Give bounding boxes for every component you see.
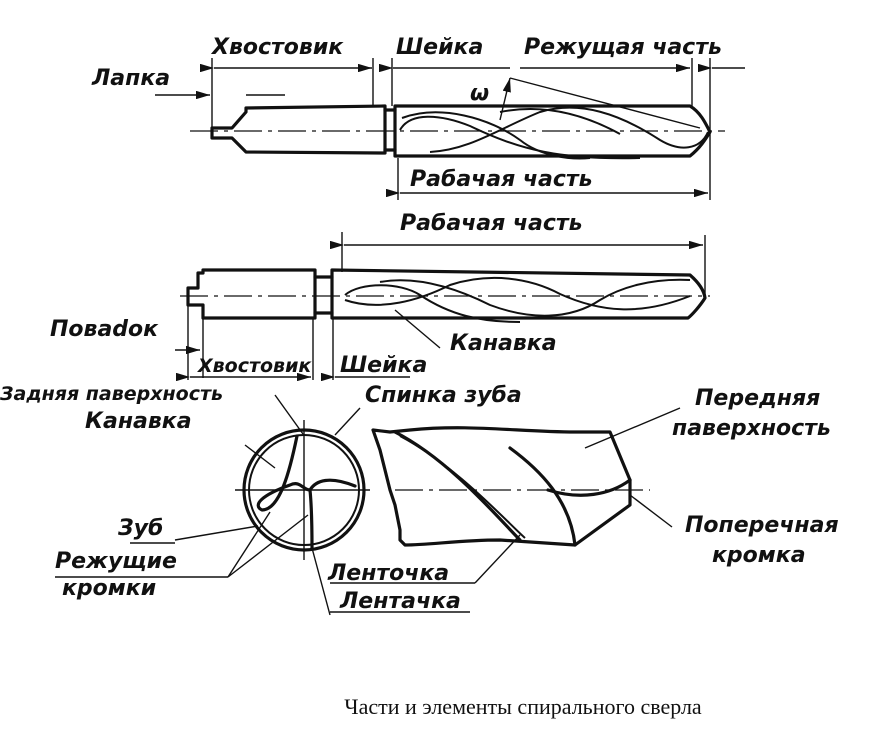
label-rake-face-2: паверхность — [672, 416, 831, 441]
label-flute-2: Канавка — [85, 409, 192, 434]
tip-outline — [371, 426, 632, 547]
label-tang: Лапка — [91, 66, 170, 91]
label-shank-2: Хвостовик — [197, 355, 312, 377]
label-rake-face-1: Передняя — [695, 386, 820, 411]
label-chisel-edge-1: Поперечная — [685, 513, 839, 538]
label-cutting-edges-1: Режущие — [55, 549, 177, 574]
drill-tip: Передняя паверхность Поперечная кромка — [371, 386, 839, 568]
straight-shank-body — [186, 268, 317, 320]
label-neck-2: Шейка — [340, 353, 427, 378]
cross-section: Задняя паверхность Канавка Спинка зуба З… — [0, 383, 522, 616]
label-shank: Хвостовик — [210, 35, 344, 60]
label-tooth: Зуб — [117, 516, 163, 541]
straight-working-body — [330, 268, 707, 320]
label-margin-2: Лентачка — [339, 589, 461, 614]
label-cutting-edges-2: кромки — [62, 576, 156, 601]
label-chisel-edge-2: кромка — [712, 543, 806, 568]
straight-shank-drill: Рабачая часть Поваdок Хвостовик Шейка Ка… — [50, 211, 710, 382]
label-working-part-2: Рабачая часть — [400, 211, 583, 236]
label-cutting-part: Режущая часть — [524, 35, 722, 60]
label-back-surface: Задняя паверхность — [0, 383, 223, 405]
label-margin-1: Ленточка — [327, 561, 449, 586]
label-flute: Канавка — [450, 331, 557, 356]
taper-shank-body — [210, 104, 387, 155]
label-neck: Шейка — [396, 35, 483, 60]
label-helix-angle: ω — [470, 81, 489, 106]
figure-caption: Части и элементы спирального сверла — [344, 694, 702, 719]
label-tooth-back: Спинка зуба — [365, 383, 522, 408]
taper-shank-drill: Лапка Хвостовик Шейка Режущая часть ω Ра… — [91, 35, 745, 200]
label-driver: Поваdок — [50, 317, 159, 342]
label-working-part: Рабачая часть — [410, 167, 593, 192]
